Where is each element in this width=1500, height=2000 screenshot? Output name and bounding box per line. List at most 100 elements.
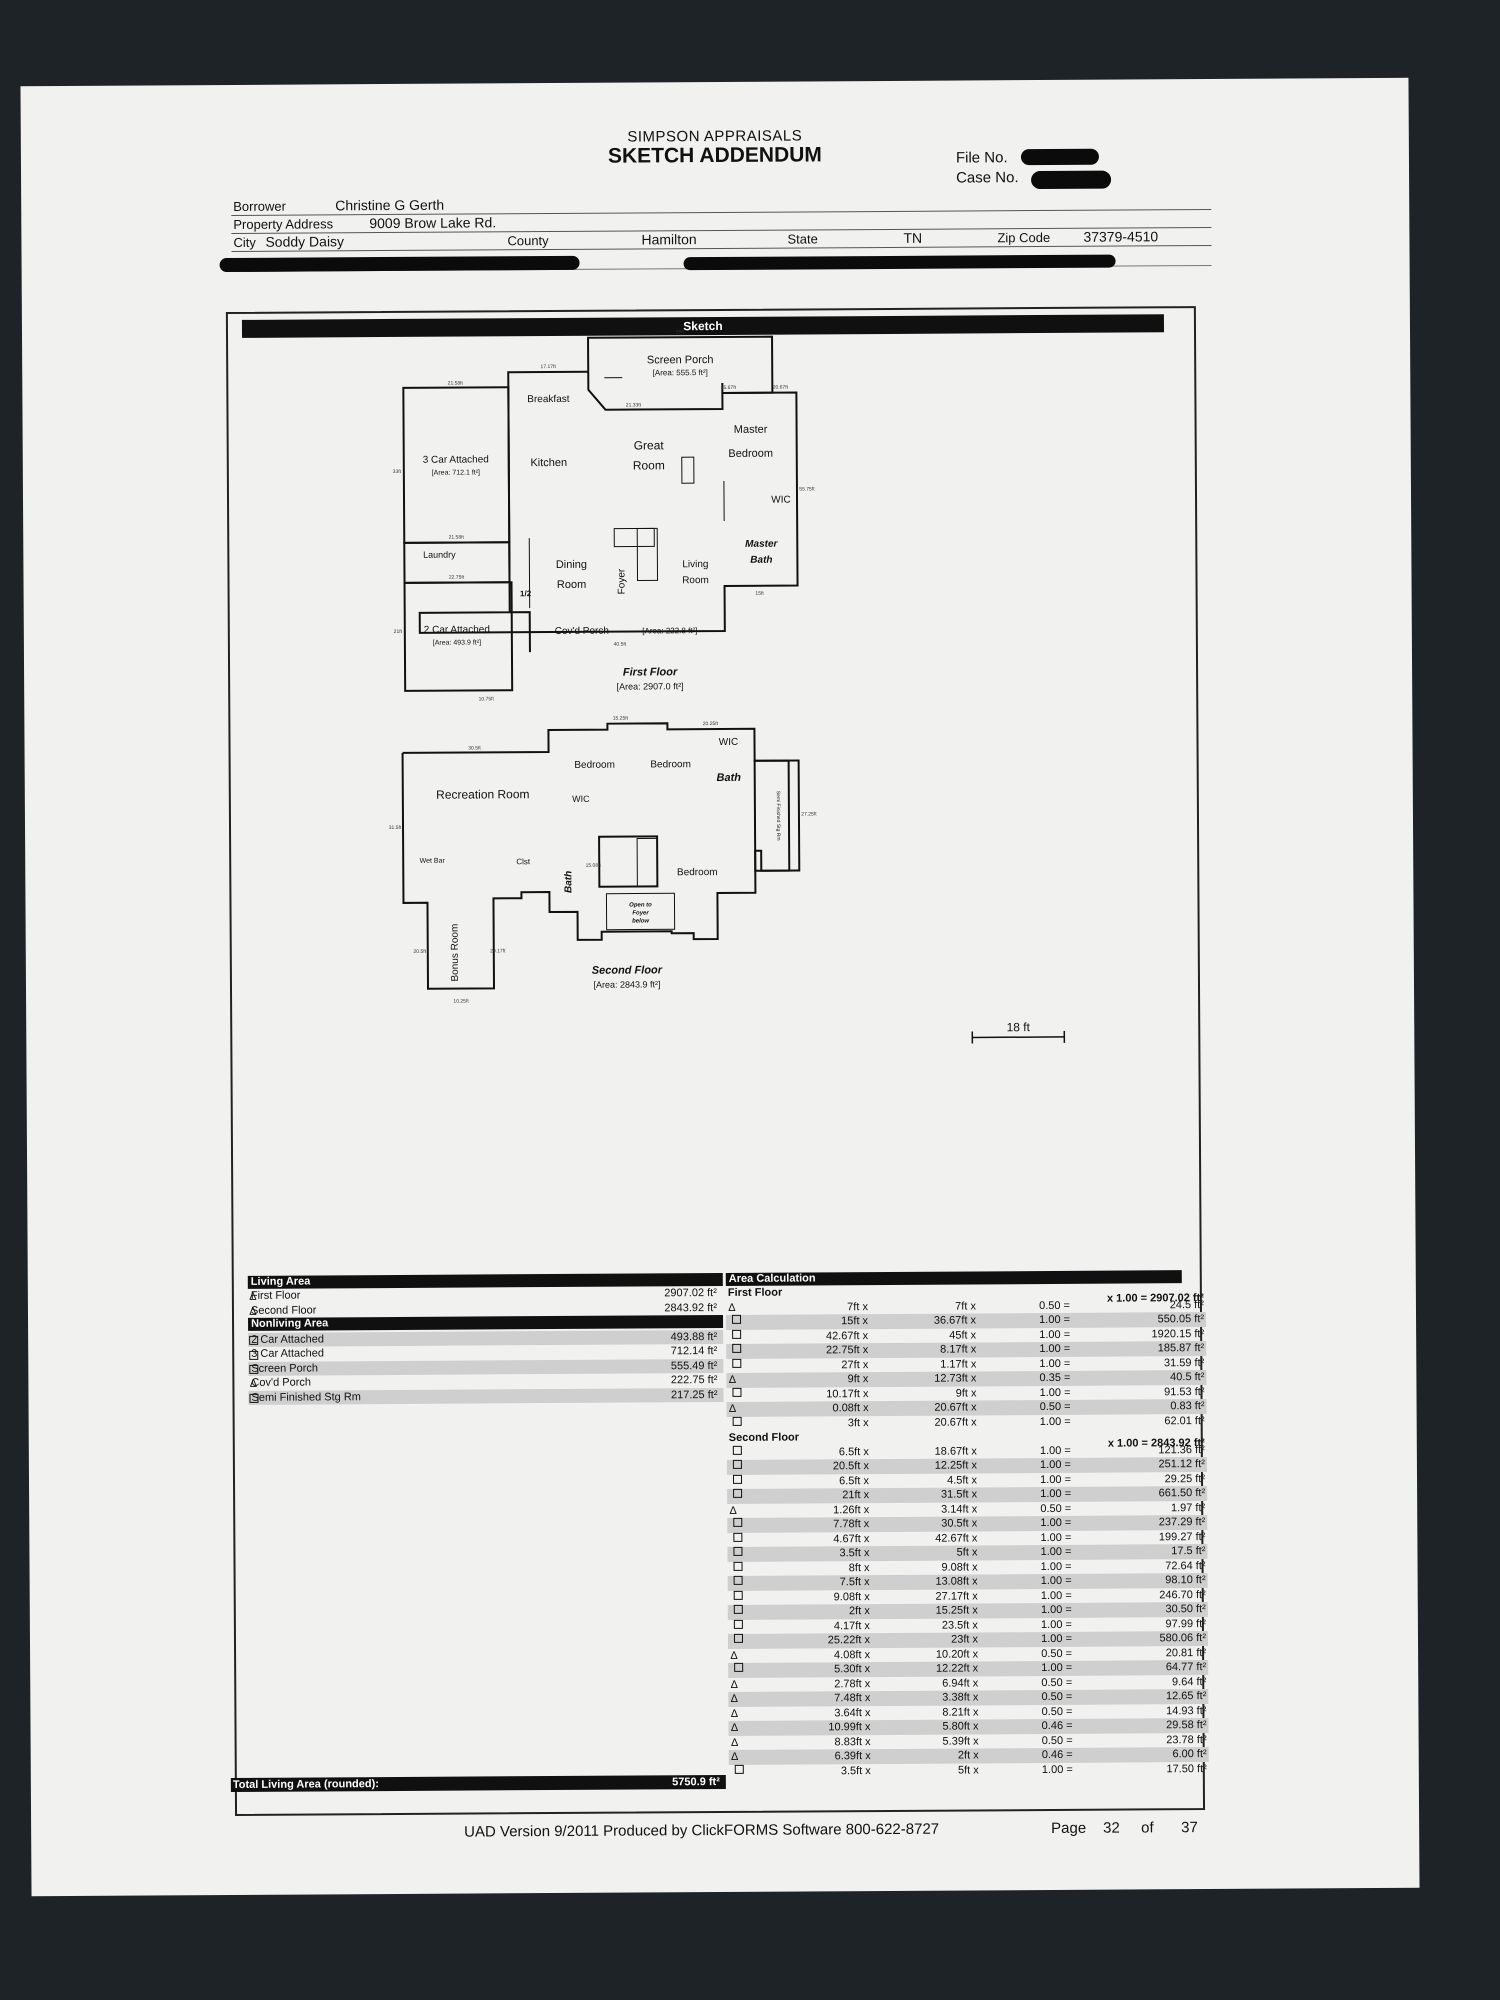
triangle-icon: Δ (249, 1305, 257, 1318)
calc-result: 246.70 ft² (1159, 1588, 1206, 1601)
calc-dim-b: 2ft x (957, 1749, 979, 1762)
county-label: County (507, 233, 549, 249)
calc-result: 17.5 ft² (1171, 1545, 1206, 1558)
calc-dim-b: 42.67ft x (935, 1531, 978, 1545)
nonliving-area-value: 493.88 ft² (670, 1330, 718, 1343)
label-bath-3: Bath (563, 871, 574, 893)
triangle-icon: Δ (730, 1692, 739, 1705)
stair-opening (598, 835, 659, 888)
calc-factor: 0.50 = (1041, 1734, 1073, 1747)
label-great-room: Room (633, 458, 665, 472)
calc-dim-a: 21ft x (842, 1489, 870, 1502)
calc-dim-a: 3.64ft x (834, 1706, 871, 1719)
dim-6: 21.33ft (626, 402, 642, 408)
label-first-floor: First Floor (623, 666, 678, 678)
calc-result: 23.78 ft² (1166, 1733, 1207, 1746)
label-dining: Dining (556, 559, 587, 571)
label-bedroom-3: Bedroom (677, 867, 718, 878)
county-value: Hamilton (641, 231, 697, 248)
calc-dim-a: 1.26ft x (833, 1503, 870, 1516)
footer-page-label: Page (1051, 1819, 1087, 1837)
dim-23: 15.08ft (586, 863, 602, 869)
calc-result: 17.50 ft² (1166, 1762, 1207, 1775)
dim-4: 15.67ft (721, 385, 737, 391)
calc-result: 64.77 ft² (1165, 1661, 1207, 1674)
calc-factor: 0.50 = (1040, 1502, 1072, 1515)
calc-result: 20.81 ft² (1165, 1646, 1207, 1659)
screen-porch-front (587, 371, 724, 411)
calc-result: 6.00 ft² (1172, 1748, 1207, 1761)
calc-result: 9.64 ft² (1171, 1675, 1207, 1688)
triangle-icon: Δ (249, 1377, 258, 1390)
calc-factor: 1.00 = (1040, 1589, 1072, 1602)
calc-dim-a: 8.83ft x (834, 1735, 871, 1748)
calc-dim-a: 8ft x (848, 1561, 870, 1574)
label-bedroom-2: Bedroom (650, 759, 691, 770)
calc-factor: 1.00 = (1039, 1386, 1071, 1399)
stairs (636, 527, 659, 581)
calc-factor: 1.00 = (1041, 1763, 1073, 1776)
triangle-icon: Δ (730, 1649, 738, 1662)
borrower-label: Borrower (233, 198, 287, 214)
calc-dim-b: 3.14ft x (941, 1502, 978, 1516)
label-covd-porch: Cov'd Porch (555, 626, 609, 637)
triangle-icon: Δ (730, 1750, 739, 1763)
label-screen-porch: Screen Porch (647, 354, 714, 366)
calc-result: 29.58 ft² (1166, 1719, 1207, 1732)
triangle-icon: Δ (730, 1721, 739, 1734)
dim-20: 20.5ft (414, 949, 427, 955)
calc-row: 3.5ft x 5ft x 1.00 = 17.50 ft² (729, 1762, 1209, 1779)
label-clst: Clst (516, 857, 531, 866)
label-kitchen: Kitchen (530, 457, 567, 469)
total-living-value: 5750.9 ft² (672, 1776, 720, 1789)
calc-dim-a: 3.5ft x (840, 1764, 871, 1777)
sketch-frame: Sketch (225, 306, 1209, 1816)
footer-produced: UAD Version 9/2011 Produced by ClickFORM… (464, 1820, 940, 1841)
label-master-bedroom: Bedroom (728, 448, 773, 460)
label-bath-2: Bath (716, 772, 741, 784)
calc-factor: 1.00 = (1041, 1632, 1073, 1646)
footer-page-number: 32 (1103, 1819, 1120, 1837)
calc-factor: 1.00 = (1039, 1444, 1071, 1457)
calc-dim-a: 9ft x (847, 1373, 869, 1386)
calc-factor: 0.46 = (1041, 1748, 1073, 1762)
triangle-icon: Δ (730, 1678, 738, 1691)
calc-dim-b: 6.94ft x (942, 1676, 979, 1690)
label-3car: 3 Car Attached (423, 454, 489, 465)
stair-landing (613, 527, 655, 548)
calc-dim-a: 25.22ft x (827, 1634, 871, 1647)
calc-factor: 1.00 = (1040, 1531, 1072, 1544)
calc-factor: 1.00 = (1040, 1487, 1072, 1501)
footer-total-pages: 37 (1181, 1819, 1198, 1837)
calc-dim-a: 42.67ft x (825, 1329, 869, 1342)
calc-dim-b: 3.38ft x (942, 1691, 979, 1704)
calc-result: 121.36 ft² (1158, 1443, 1205, 1456)
plan-dimensions: 21.58ft 17.17ft 29ft 15.67ft 20.67ft 21.… (389, 329, 817, 1004)
calc-result: 98.10 ft² (1165, 1574, 1206, 1587)
label-wic-3: WIC (572, 794, 590, 804)
nonliving-area-bar: Nonliving Area (248, 1314, 724, 1331)
calc-dim-a: 3.5ft x (839, 1547, 870, 1560)
calc-dim-a: 20.5ft x (832, 1460, 869, 1473)
nonliving-area-name: Cov'd Porch (251, 1376, 312, 1389)
calc-result: 62.01 ft² (1164, 1414, 1205, 1427)
label-living-room: Room (682, 575, 709, 586)
calc-dim-a: 9.08ft x (833, 1590, 870, 1603)
calc-dim-a: 6.5ft x (839, 1474, 870, 1487)
label-laundry: Laundry (423, 550, 456, 560)
calc-dim-b: 23ft x (951, 1633, 979, 1646)
calc-factor: 0.50 = (1041, 1705, 1073, 1718)
calc-factor: 1.00 = (1040, 1603, 1072, 1617)
calc-result: 91.53 ft² (1164, 1385, 1205, 1398)
label-living: Living (682, 559, 708, 570)
calc-dim-b: 5ft x (956, 1546, 978, 1559)
calc-result: 580.06 ft² (1159, 1632, 1207, 1645)
label-screen-porch-area: [Area: 555.5 ft²] (653, 368, 708, 377)
label-master: Master (734, 424, 768, 436)
calc-dim-b: 23.5ft x (941, 1618, 978, 1632)
dim-13: 20.25ft (703, 721, 719, 727)
two-car-garage (403, 581, 514, 692)
calc-result: 199.27 ft² (1158, 1530, 1206, 1543)
calc-dim-b: 5ft x (957, 1763, 979, 1777)
calc-factor: 1.00 = (1040, 1473, 1072, 1486)
